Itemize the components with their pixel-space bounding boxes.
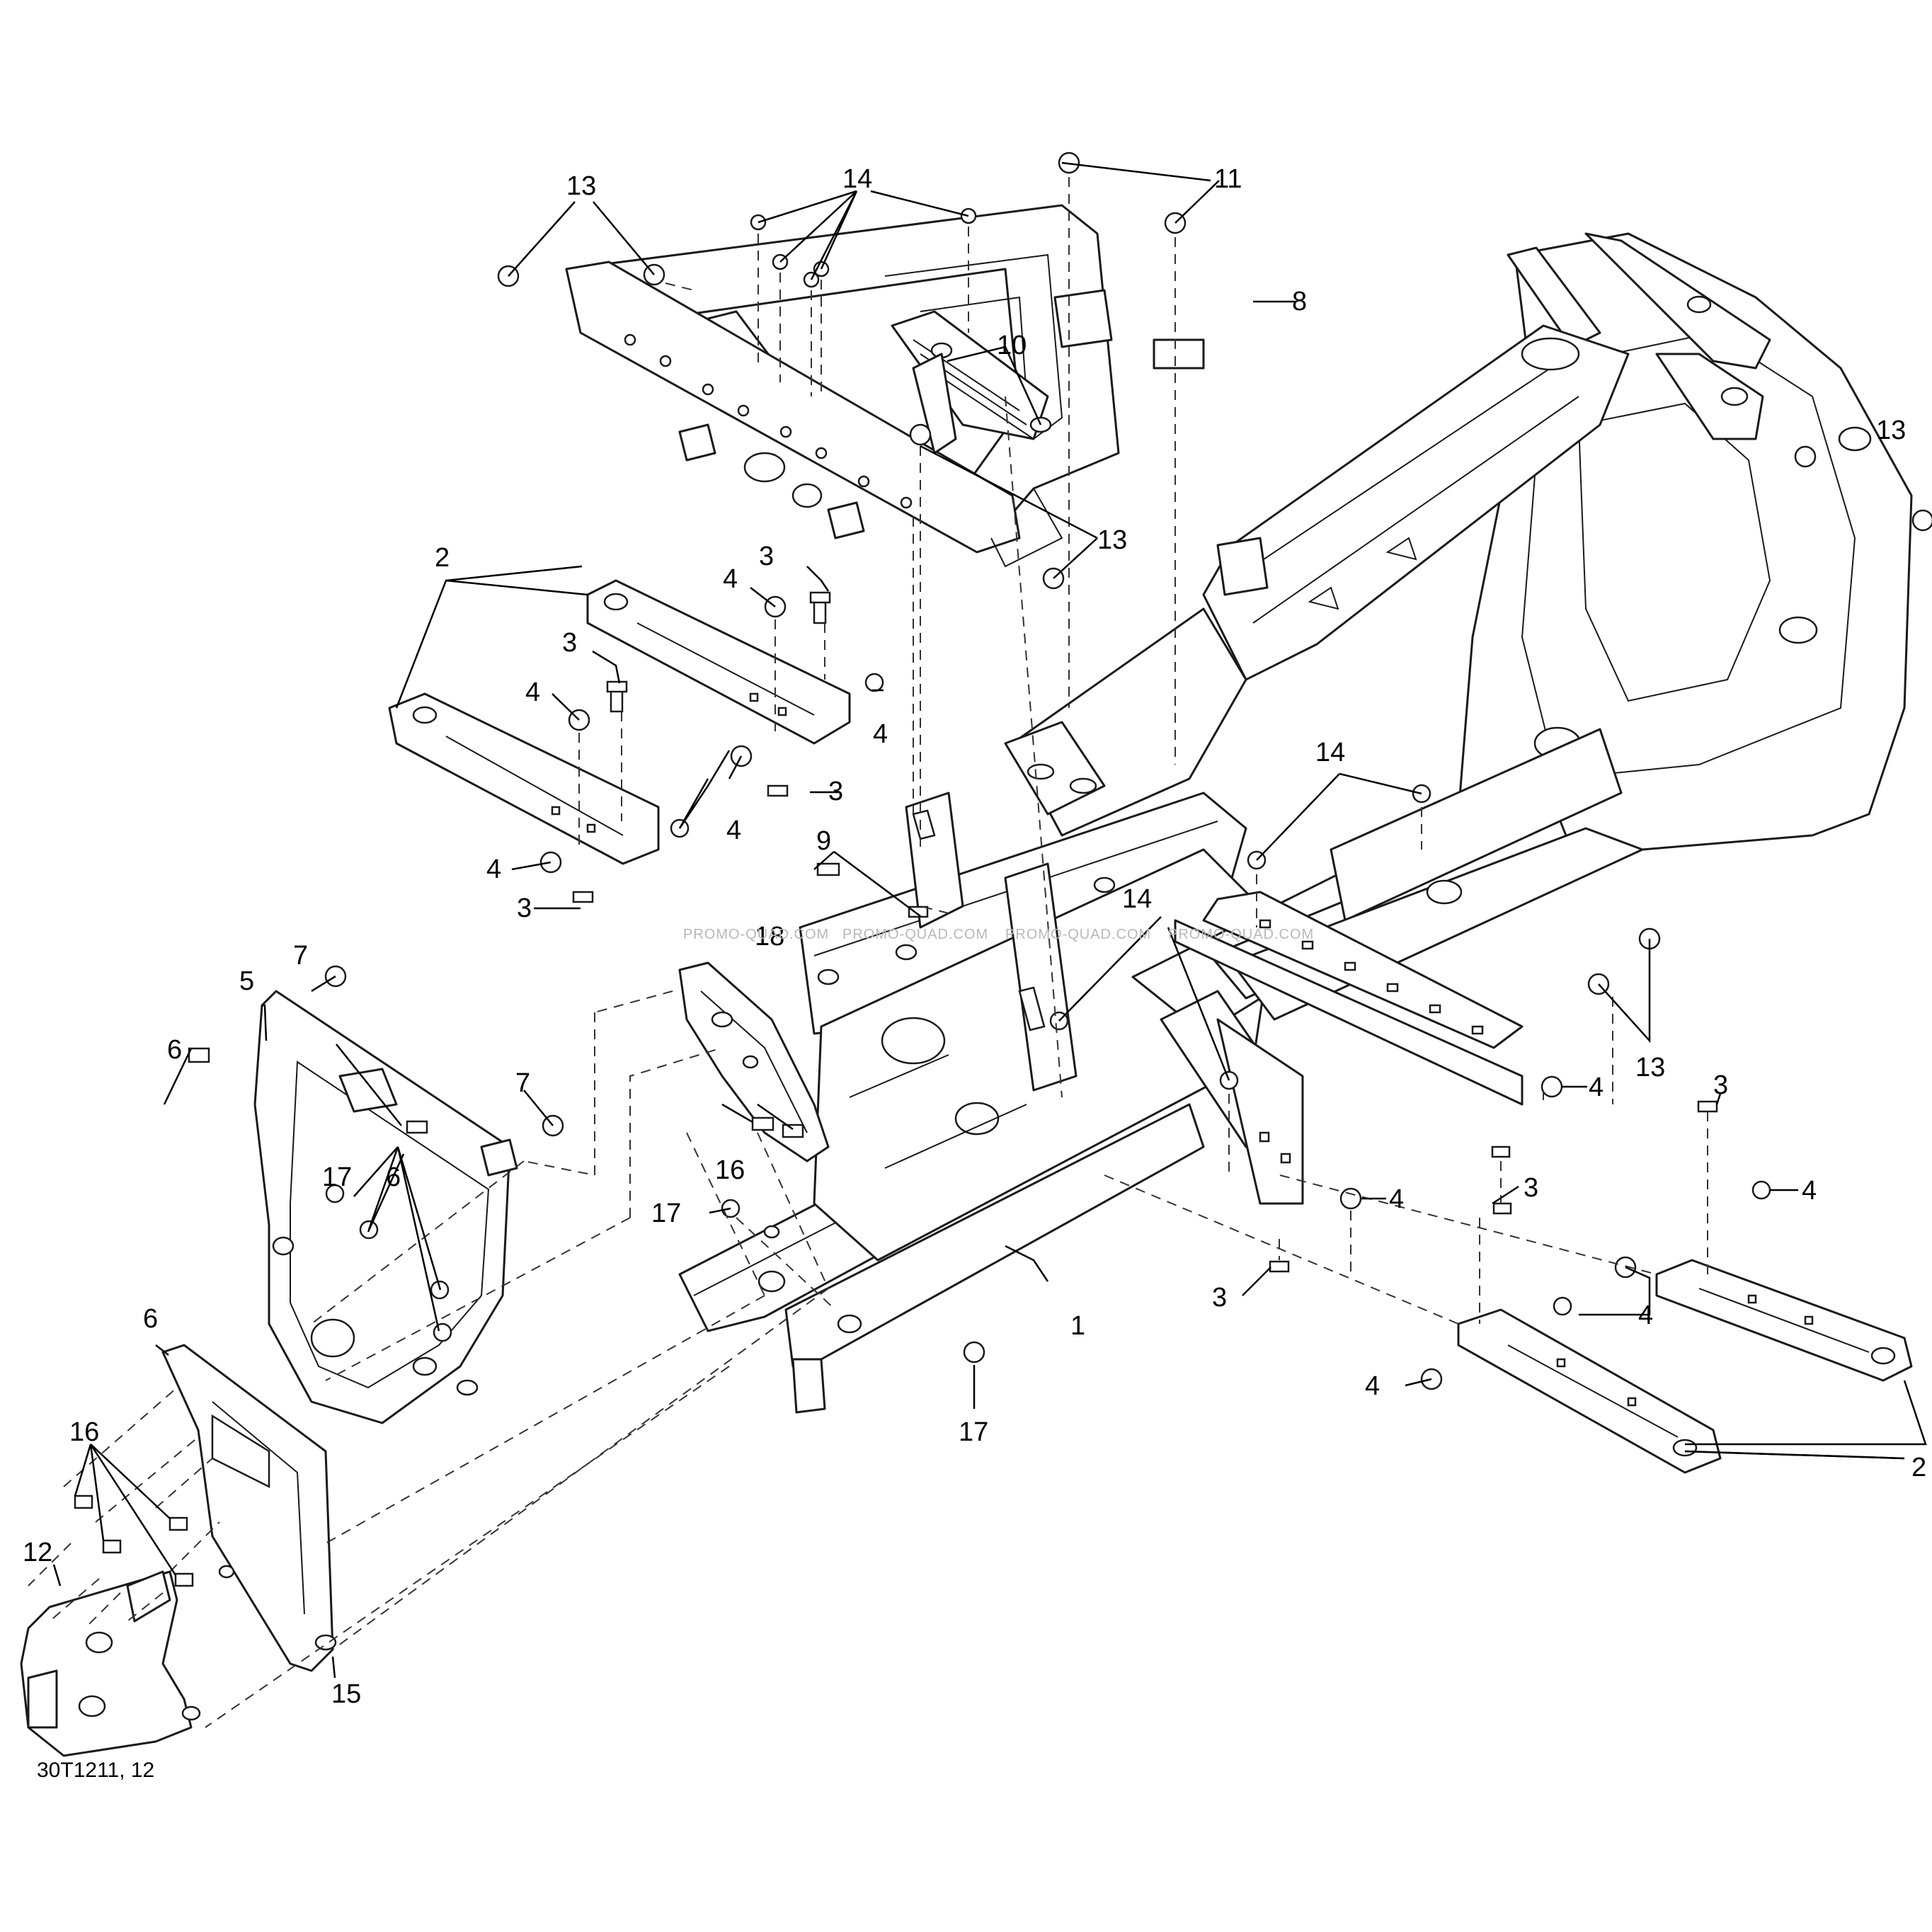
callout-17-b: 17 [651,1199,681,1228]
callout-7-a: 7 [293,941,308,971]
callout-13-top-left: 13 [566,171,596,201]
callout-14-right: 14 [1315,738,1345,767]
callout-13-upper-middle: 13 [1097,525,1127,555]
footrest-bracket-left-upper [586,579,851,745]
leader-lines [52,161,1927,1679]
callout-13-right-lower: 13 [1635,1053,1665,1082]
callout-2-right: 2 [1911,1453,1926,1482]
front-bracket-part-5 [253,990,518,1424]
callout-15: 15 [331,1679,361,1709]
callout-3-c: 3 [828,777,843,806]
footrest-bracket-right-upper [1655,1259,1913,1382]
drawing-code: 30T1211, 12 [37,1759,154,1782]
callout-6-a: 6 [167,1035,182,1065]
callout-4-f: 4 [1589,1073,1604,1102]
callout-4-i: 4 [1638,1301,1653,1330]
watermarks: PROMO-QUAD.COM PROMO-QUAD.COM PROMO-QUAD… [683,927,1314,942]
callout-3-g: 3 [1212,1283,1227,1313]
callout-6-c: 6 [143,1304,158,1334]
callout-10: 10 [997,331,1027,360]
side-plate-part-18 [678,961,830,1162]
upper-frame-holes [624,333,913,509]
callout-9: 9 [816,826,831,856]
callout-4-a: 4 [723,564,738,594]
footrest-bracket-right-lower [1457,1308,1722,1474]
callout-16-left: 16 [69,1417,99,1447]
callout-17-c: 17 [959,1417,988,1447]
assembly-dashed-lines [28,177,1708,1728]
callout-3-f: 3 [1524,1173,1538,1203]
callout-6-b: 6 [386,1162,401,1192]
callout-13-rear-right: 13 [1876,416,1906,445]
callout-11: 11 [1214,164,1242,194]
fasteners [74,152,1932,1587]
watermark-2: PROMO-QUAD.COM [842,927,988,942]
callout-1: 1 [1070,1311,1085,1341]
callout-4-g: 4 [1389,1184,1404,1214]
callout-17-a: 17 [322,1162,352,1192]
callout-3-e: 3 [1713,1070,1728,1100]
front-upper-frame-part-8 [565,204,1205,568]
callout-4-d: 4 [726,816,741,845]
nut-fastener-icon [324,152,1932,1390]
callout-18: 18 [755,922,784,951]
callout-14-top: 14 [842,164,872,194]
footrest-bracket-left-lower [388,692,660,865]
callout-8: 8 [1292,287,1307,316]
front-bumper-part-12 [20,1570,201,1757]
callout-2-left: 2 [435,543,450,573]
watermark-4: PROMO-QUAD.COM [1168,927,1314,942]
callout-5: 5 [239,966,254,996]
callout-16-center: 16 [715,1155,745,1185]
main-frame-assembly [678,232,1913,1414]
bolt-fastener-icon [74,591,1718,1587]
callout-4-e: 4 [486,854,501,884]
callout-3-b: 3 [562,628,577,658]
callout-3-d: 3 [517,893,532,923]
cross-rail-holes [1259,919,1484,1035]
callout-7-b: 7 [515,1068,530,1098]
callout-4-j: 4 [1365,1371,1380,1401]
callout-4-b: 4 [525,678,540,707]
callout-labels: 13 14 11 8 10 13 13 2 3 4 3 4 4 3 4 4 3 … [23,164,1926,1709]
callout-3-a: 3 [759,542,774,571]
callout-4-c: 4 [873,719,888,749]
watermark-1: PROMO-QUAD.COM [683,927,829,942]
callout-4-h: 4 [1802,1176,1817,1206]
callout-14-center: 14 [1122,884,1152,914]
lower-front-plate-part-15 [161,1344,337,1672]
callout-12: 12 [23,1538,52,1567]
watermark-3: PROMO-QUAD.COM [1005,927,1151,942]
